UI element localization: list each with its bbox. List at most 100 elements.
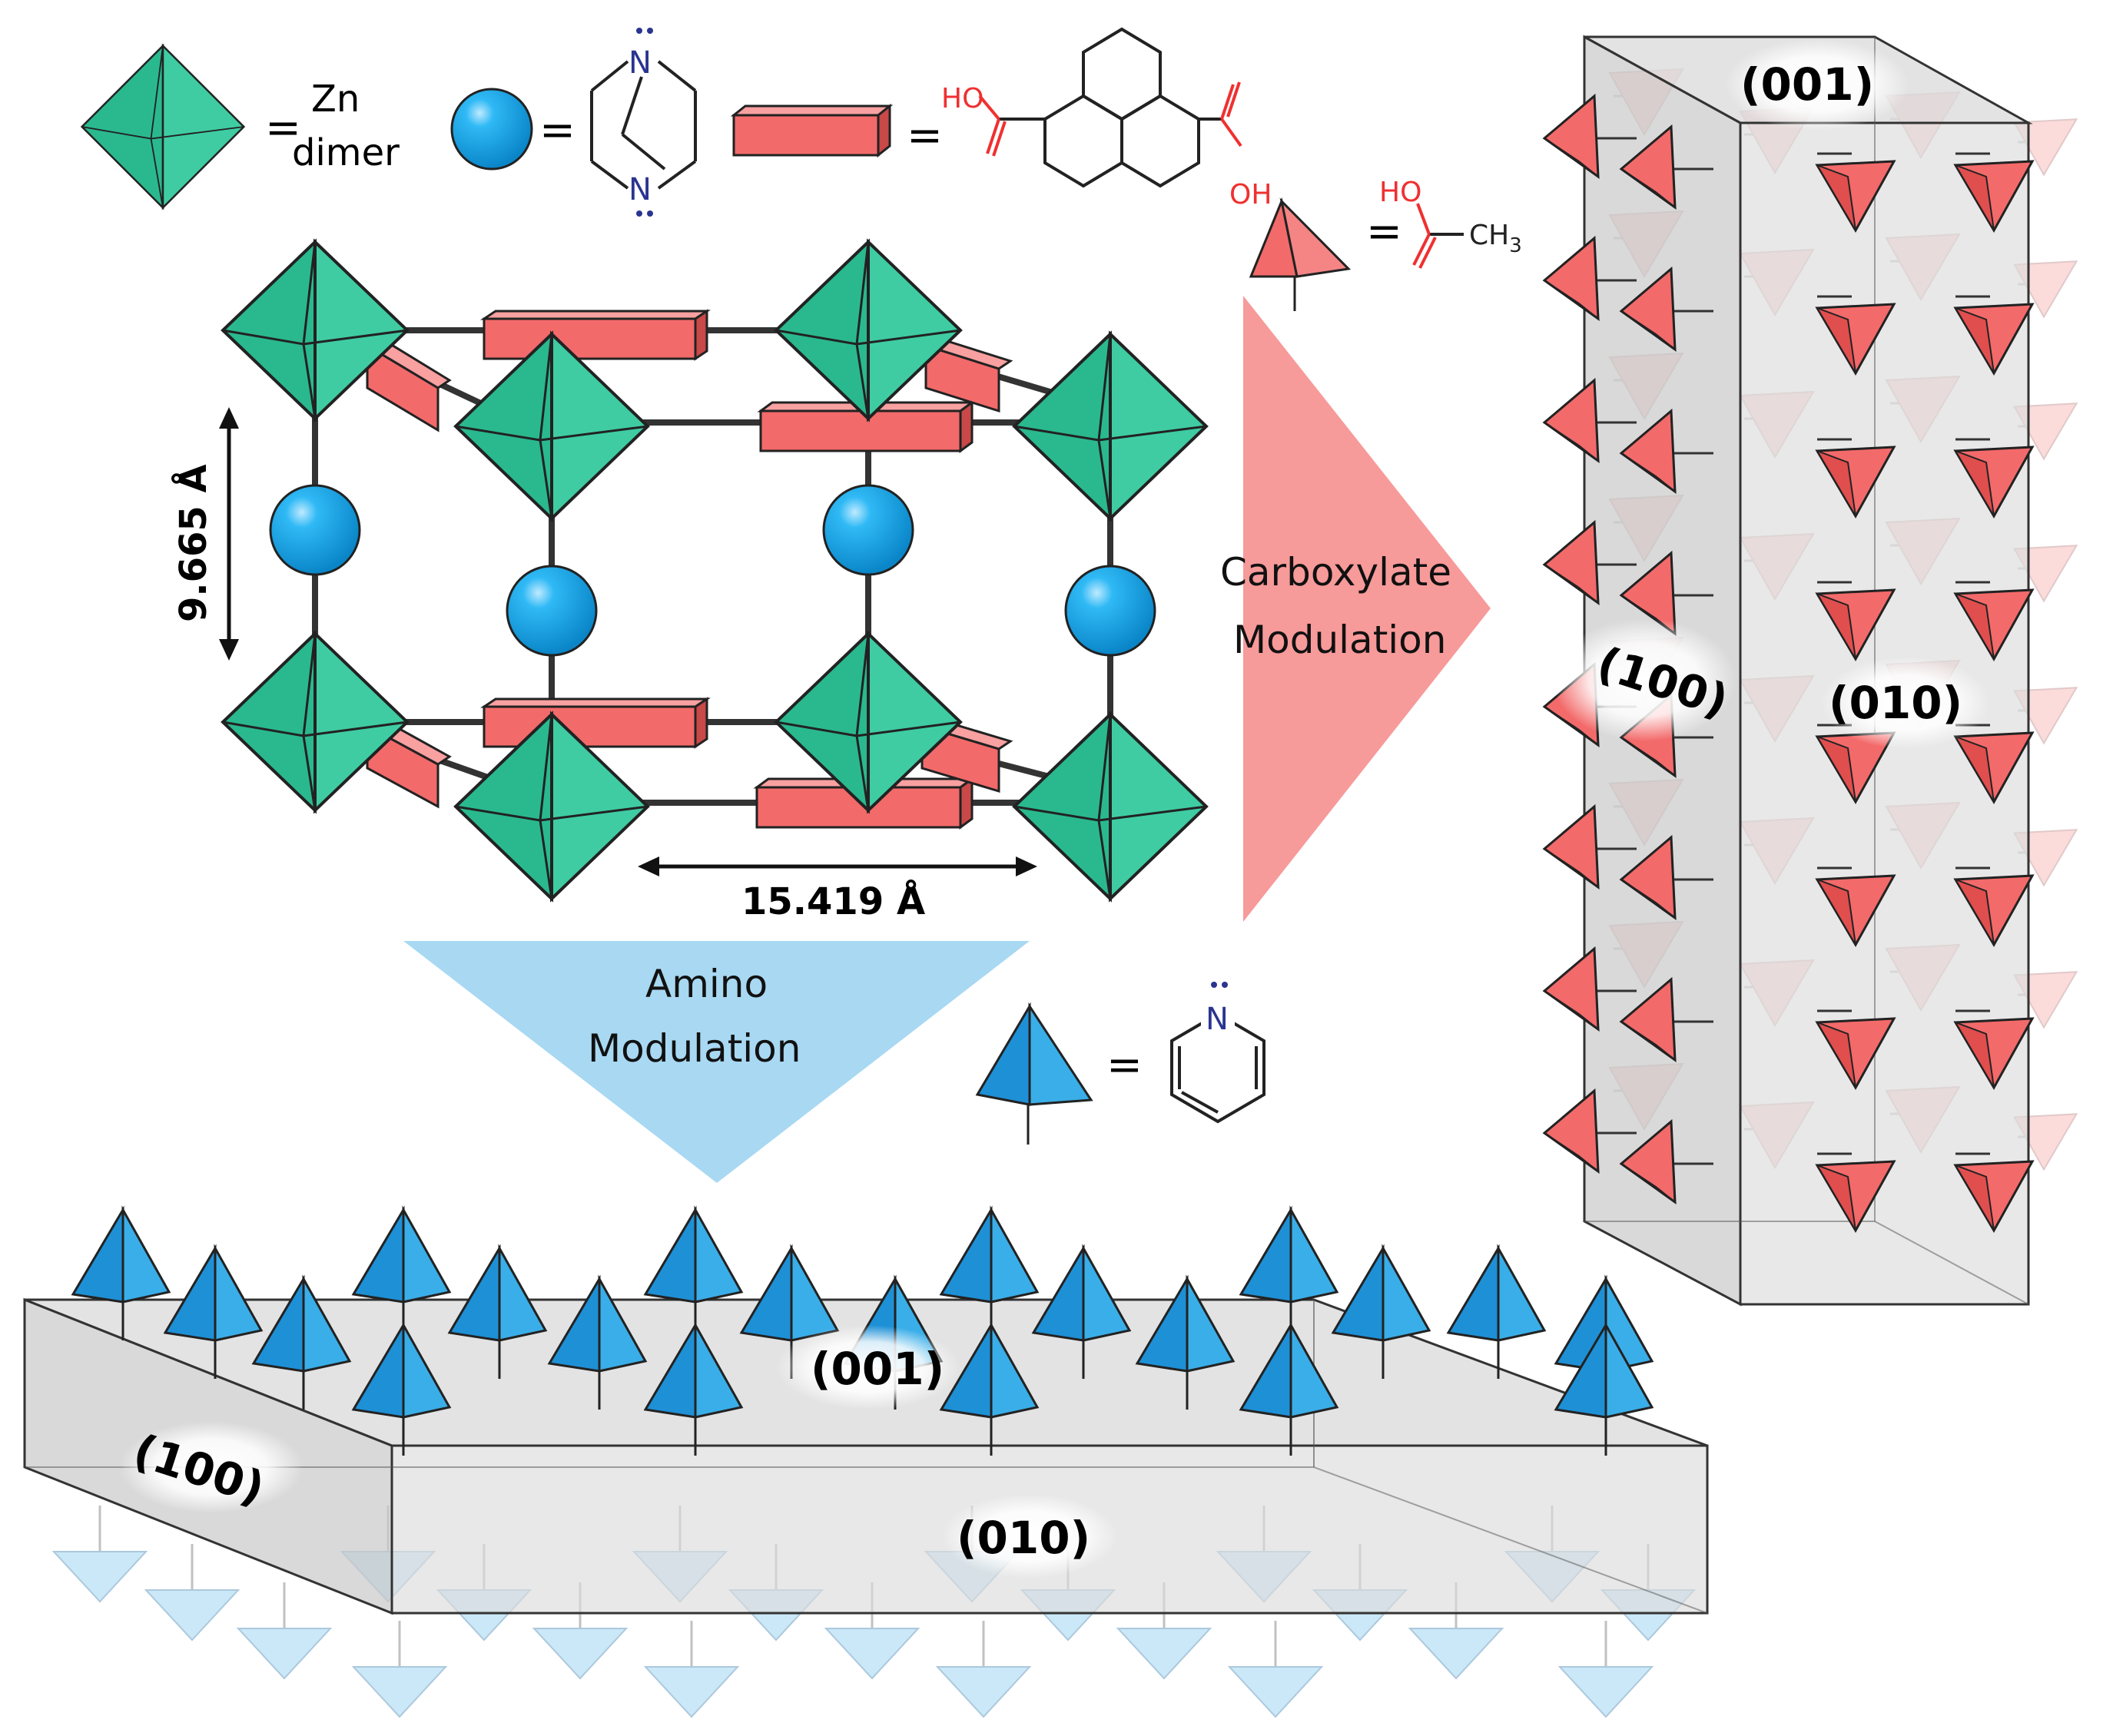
dimension-arrow-horizontal [638,856,1037,876]
pyridine-tetrahedron-back [236,1582,333,1680]
rod-face-top: (001) [1740,58,1874,111]
acetate-tetrahedron [1619,834,1713,921]
blue-tetrahedron-icon [975,1002,1093,1145]
acetate-legend: = HO CH3 [1249,177,1522,311]
pyridine-tetrahedron-back [643,1621,740,1718]
plate-crystal: (001) (100) (010) [23,1205,1709,1718]
pyridine-tetrahedron-back [1557,1621,1654,1718]
naphthalene-dicarboxylate-structure [999,27,1222,188]
zn-octahedron [453,711,650,903]
dimension-arrow-vertical [219,407,239,661]
pyridine-tetrahedron [1239,1205,1339,1340]
dabco-ball [822,484,914,576]
pyridine-tetrahedron [351,1205,452,1340]
dabco-ball [1064,565,1156,657]
plate-face-top: (001) [811,1343,944,1395]
zn-octahedron [221,630,410,814]
dimension-horizontal-label: 15.419 Å [741,880,925,923]
zn-octahedron [453,330,650,522]
acetate-tetrahedron [1542,946,1637,1032]
carboxylate-line1: Carboxylate [1220,550,1451,595]
dabco-ball-icon [450,88,533,171]
acetate-tetrahedron [1953,1152,2035,1234]
rod-face-right: (010) [1829,677,1962,729]
dabco-ball [506,565,598,657]
pyridine-tetrahedron [1239,1320,1339,1456]
zn-octahedron [1012,711,1209,903]
dabco-structure [590,60,697,190]
zn-octahedron [774,630,963,814]
dimer-label: dimer [292,131,400,174]
pyridine-tetrahedron-back [1227,1621,1324,1718]
acetate-tetrahedron [1953,295,2035,376]
acetate-tetrahedron [1953,866,2035,948]
pyridine-legend: = N [975,982,1265,1145]
pyridine-tetrahedron-back [51,1506,148,1603]
pyridine-tetrahedron [251,1274,352,1410]
linker-equals: = [907,111,943,161]
acetate-tetrahedron [1815,295,1896,376]
pyridine-n: N [1206,1002,1229,1037]
pyridine-tetrahedron [351,1320,452,1456]
linker-oh-bottom: OH [1229,179,1272,210]
dabco-equals: = [539,105,576,155]
pyridine-tetrahedron [1554,1320,1654,1456]
linker-bar [923,336,1013,413]
acetate-tetrahedron [1815,724,1896,805]
amino-modulation-arrow: Amino Modulation [403,941,1030,1183]
pyridine-tetrahedron [939,1320,1040,1456]
acetate-tetrahedron [1542,377,1637,464]
linker-bar [757,400,976,453]
acetate-tetrahedron [1953,1009,2035,1091]
pyridine-tetrahedron-back [935,1621,1032,1718]
zn-octahedron [221,238,410,422]
zn-dimer-octahedron-icon [80,43,246,210]
dimension-vertical-label: 9.665 Å [171,464,215,622]
pyridine-tetrahedron-back [351,1621,448,1718]
rod-crystal: (001) (100) (010) [1542,35,2078,1307]
acetate-tetrahedron [1815,152,1896,234]
amino-line2: Modulation [588,1026,801,1071]
pyridine-tetrahedron [1135,1274,1236,1410]
mof-framework: 9.665 Å 15.419 Å [171,238,1209,923]
pyridine-tetrahedron [1331,1244,1431,1379]
pyridine-tetrahedron [163,1244,264,1379]
acetate-tetrahedron [1953,724,2035,805]
pyridine-tetrahedron [547,1274,648,1410]
acetate-tetrahedron [1542,1088,1637,1174]
dabco-ball [269,484,361,576]
zn-equals: = [265,103,301,153]
acetate-tetrahedron [1815,581,1896,662]
zn-octahedron [774,238,963,422]
acetate-tetrahedron [1953,438,2035,519]
pyridine-tetrahedron [1031,1244,1132,1379]
carboxylate-modulation-arrow: Carboxylate Modulation [1220,296,1491,922]
amino-line1: Amino [645,962,768,1006]
acetate-tetrahedron [1953,581,2035,662]
acetate-tetrahedron [1619,124,1713,210]
linker-bar-icon [730,103,894,158]
pyridine-tetrahedron [739,1244,840,1379]
pyridine-tetrahedron [1446,1244,1547,1379]
acetate-tetrahedron [1542,235,1637,322]
pyridine-tetrahedron-back [144,1544,240,1642]
carboxylate-line2: Modulation [1233,618,1446,662]
acetate-tetrahedron [1815,438,1896,519]
pyridine-tetrahedron [643,1205,744,1340]
acetate-tetrahedron [1815,1009,1896,1091]
red-tetrahedron-icon [1249,197,1352,311]
acetate-tetrahedron [1619,266,1713,353]
zn-label: Zn [311,78,360,121]
legend: = Zn dimer = N N = HO OH [80,27,1272,217]
acetate-ho: HO [1379,177,1421,208]
acetate-tetrahedron [1542,519,1637,606]
acetate-tetrahedron [1542,803,1637,890]
zn-octahedron [1012,330,1209,522]
plate-face-front: (010) [957,1512,1090,1564]
acetate-tetrahedron [1619,1118,1713,1205]
acetate-tetrahedron [1619,976,1713,1063]
linker-bar [480,697,711,749]
pyridine-equals: = [1106,1040,1143,1090]
pyridine-tetrahedron [71,1205,171,1340]
